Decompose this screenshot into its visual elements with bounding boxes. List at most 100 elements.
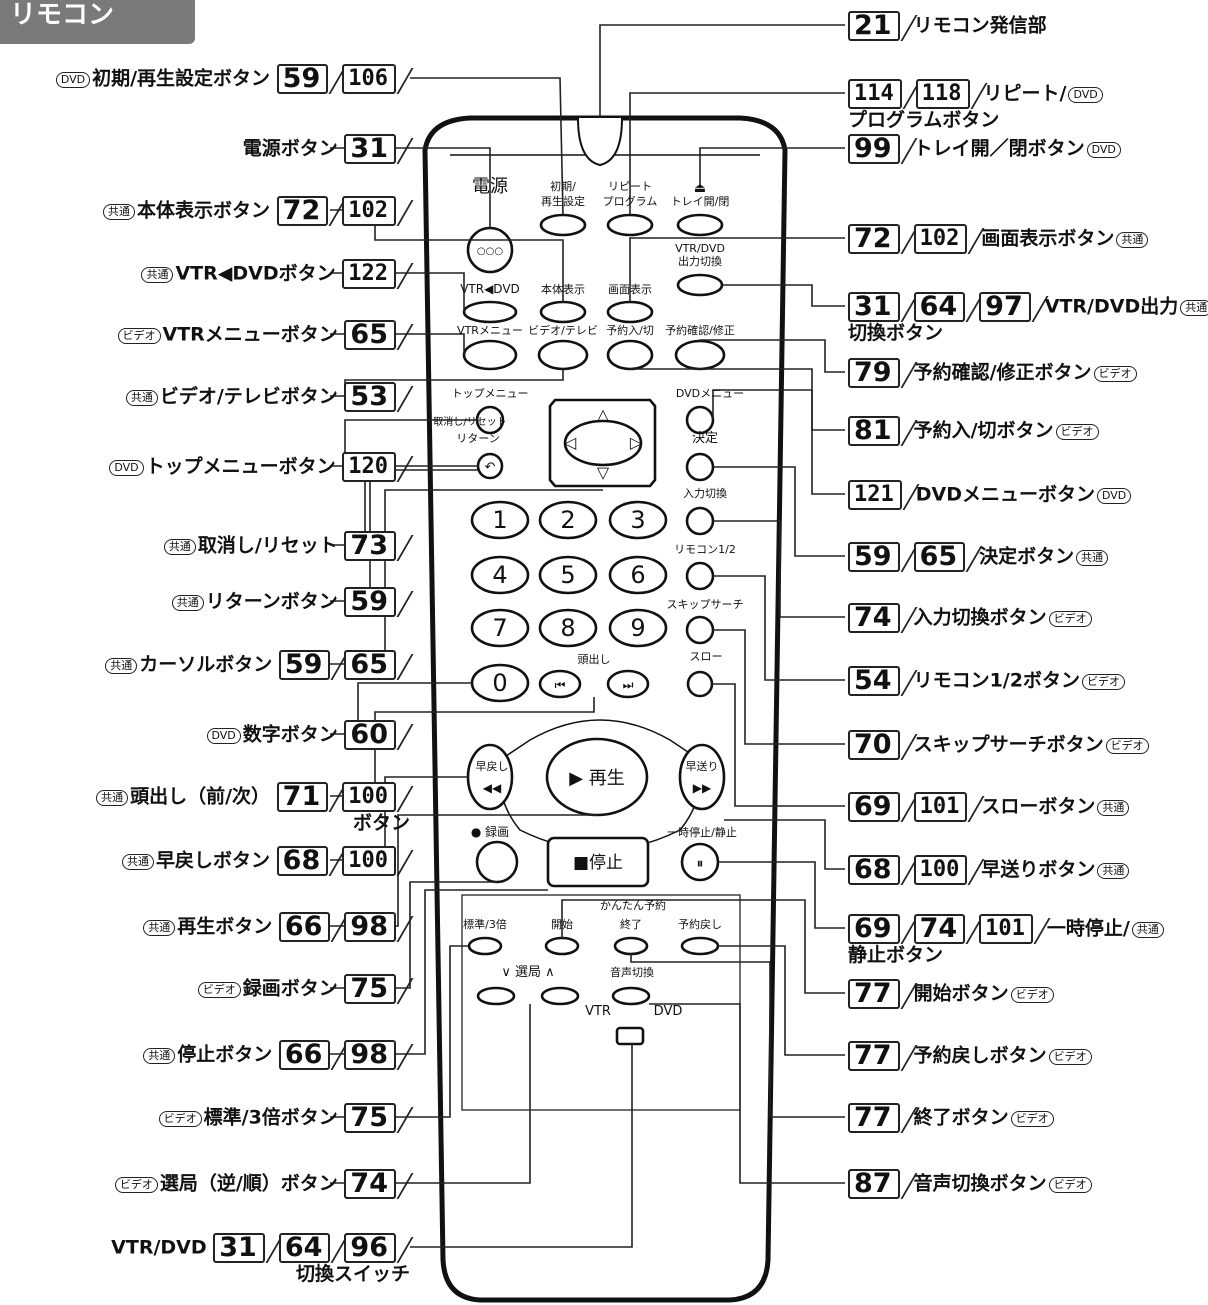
page-ref: 102 xyxy=(342,196,396,226)
category-badge: 共通 xyxy=(1131,921,1164,938)
topmenu-label: トップメニュー xyxy=(452,387,529,400)
cursor-up-icon: △ xyxy=(597,405,610,424)
videotv-button[interactable] xyxy=(537,339,589,371)
page-ref: 79 xyxy=(848,358,900,388)
repeat-label-2: プログラム xyxy=(603,194,658,208)
senkyoku-label: ∨ 選局 ∧ xyxy=(501,965,554,980)
label-text: 標準/3倍ボタン xyxy=(203,1106,338,1129)
page-ref: 87 xyxy=(848,1169,900,1199)
label-text: カーソルボタン xyxy=(139,653,273,676)
digit-button-3[interactable] xyxy=(608,500,668,540)
repeat-button[interactable] xyxy=(606,213,654,237)
digit-label-8: 8 xyxy=(560,614,575,642)
yoyaku-modoshi-label: 予約戻し xyxy=(678,917,722,931)
yoyaku-check-button[interactable] xyxy=(674,339,726,371)
category-badge: 共通 xyxy=(125,389,158,406)
leader-right-5 xyxy=(699,339,845,373)
ch-up-button[interactable] xyxy=(540,986,580,1006)
category-badge: 共通 xyxy=(1180,299,1208,316)
digit-button-9[interactable] xyxy=(608,608,668,648)
page-ref: 59 xyxy=(344,587,396,617)
prev-chapter-button[interactable] xyxy=(538,669,582,699)
yoyaku-modoshi-button[interactable] xyxy=(680,936,720,956)
kaishi-button[interactable] xyxy=(544,936,580,956)
gamen-button[interactable] xyxy=(606,300,654,324)
label-text: 終了ボタン xyxy=(913,1106,1009,1129)
page-ref: 65 xyxy=(344,650,396,680)
label-text: 頭出し（前/次） xyxy=(130,785,271,808)
label-text: 再生ボタン xyxy=(177,915,273,938)
onsei-button[interactable] xyxy=(611,986,651,1006)
onsei-label: 音声切換 xyxy=(610,965,654,979)
slow-button[interactable] xyxy=(686,670,714,698)
skip-button[interactable] xyxy=(685,615,715,645)
label-text: 画面表示ボタン xyxy=(981,227,1115,250)
leader-right-7 xyxy=(712,389,845,495)
cursor-center[interactable] xyxy=(563,419,643,467)
vtrmenu-button[interactable] xyxy=(462,339,518,371)
label-text: VTR◀DVDボタン xyxy=(175,262,336,285)
digit-button-4[interactable] xyxy=(470,555,530,595)
page-ref: 99 xyxy=(848,134,900,164)
digit-button-1[interactable] xyxy=(470,500,530,540)
vtrdvd-switch[interactable] xyxy=(615,1026,645,1046)
ch-down-button[interactable] xyxy=(476,986,516,1006)
cursor-left-icon: ◁ xyxy=(563,433,577,452)
rewind-button[interactable] xyxy=(466,743,514,811)
label-text: 早戻しボタン xyxy=(156,849,271,872)
category-badge: ビデオ xyxy=(1010,986,1054,1003)
page-ref: 72 xyxy=(276,196,329,226)
eject-icon: ⏏ xyxy=(694,181,706,196)
ff-button[interactable] xyxy=(678,743,726,811)
page-ref: 69 xyxy=(848,792,900,822)
page-ref: 54 xyxy=(848,666,900,696)
hyojun-button[interactable] xyxy=(467,936,503,956)
digit-button-7[interactable] xyxy=(470,608,530,648)
kettei-button[interactable] xyxy=(685,452,715,482)
page-ref: 59 xyxy=(276,64,329,94)
digit-button-5[interactable] xyxy=(538,555,598,595)
label-text-2: 切換スイッチ xyxy=(295,1263,410,1285)
leader-right-2 xyxy=(699,147,845,188)
digit-button-6[interactable] xyxy=(608,555,668,595)
category-badge: ビデオ xyxy=(1010,1110,1054,1127)
page-ref: 68 xyxy=(276,846,329,876)
shuryo-button[interactable] xyxy=(613,936,649,956)
hontai-button[interactable] xyxy=(539,300,587,324)
tray-button[interactable] xyxy=(676,213,724,237)
yoyaku-onoff-button[interactable] xyxy=(606,339,654,371)
digit-button-2[interactable] xyxy=(538,500,598,540)
leader-left-5 xyxy=(330,369,564,397)
label-text: スキップサーチボタン xyxy=(913,733,1104,756)
rec-button[interactable] xyxy=(475,840,519,884)
leader-right-1 xyxy=(629,92,845,215)
label-text-2: 静止ボタン xyxy=(848,944,944,966)
label-text: リターンボタン xyxy=(205,590,338,613)
remocon12-button[interactable] xyxy=(685,561,715,591)
cancel-label: 取消し/リセット xyxy=(433,415,506,428)
digit-button-8[interactable] xyxy=(538,608,598,648)
power-button-glyph: ○○○ xyxy=(477,246,503,257)
shoki-button[interactable] xyxy=(539,213,587,237)
category-badge: ビデオ xyxy=(117,327,161,344)
input-button[interactable] xyxy=(685,506,715,536)
skip-label: スキップサーチ xyxy=(667,598,744,611)
vtrdvd-button[interactable] xyxy=(462,300,518,324)
leader-right-9 xyxy=(713,520,845,618)
dvdmenu-button[interactable] xyxy=(685,405,715,435)
out-button[interactable] xyxy=(676,273,724,297)
stop-button[interactable] xyxy=(546,836,650,888)
label-text: VTRメニューボタン xyxy=(162,323,338,346)
next-chapter-button[interactable] xyxy=(606,669,650,699)
category-badge: DVD xyxy=(1086,141,1121,158)
leader-right-12 xyxy=(712,683,845,807)
input-label: 入力切換 xyxy=(683,487,727,500)
